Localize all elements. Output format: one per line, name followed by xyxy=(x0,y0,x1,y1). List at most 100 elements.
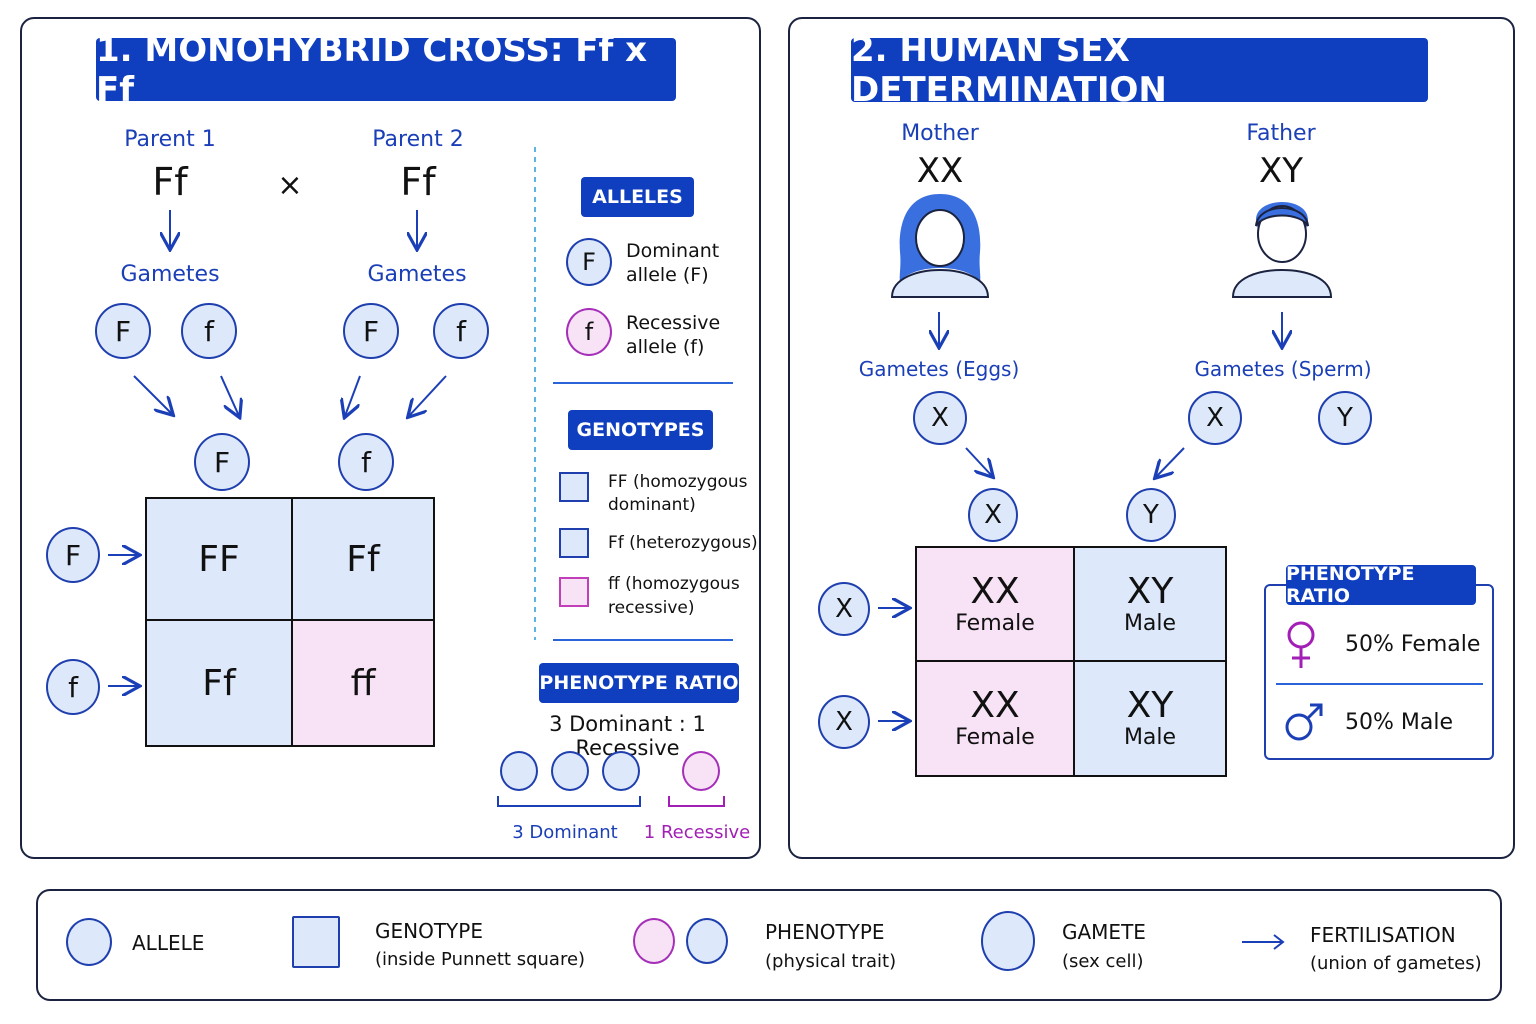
legend-genotype-sub: (inside Punnett square) xyxy=(375,949,586,970)
phenotype-ratio-left-title: PHENOTYPE RATIO xyxy=(539,663,739,703)
eggs-label: Gametes (Eggs) xyxy=(858,357,1020,381)
sex-cell-2-2: XY Male xyxy=(1075,662,1225,775)
male-ratio-label: 50% Male xyxy=(1345,710,1454,735)
dominant-allele-line2: allele (F) xyxy=(626,264,709,286)
sex-cell-2-2-sex: Male xyxy=(1123,725,1177,750)
dominant-allele-line1: Dominant xyxy=(626,240,720,262)
homozygous-recessive-swatch xyxy=(559,577,589,607)
sex-punnett-col-header-Y: Y xyxy=(1126,488,1176,542)
legend-genotype-label: GENOTYPE xyxy=(375,919,483,943)
egg-gamete-X: X xyxy=(913,391,967,445)
sex-punnett-square: XX Female XY Male XX Female XY Male xyxy=(915,546,1227,777)
homozygous-dominant-line1: FF (homozygous xyxy=(608,472,748,492)
phenotype-ratio-right-title: PHENOTYPE RATIO xyxy=(1286,563,1476,607)
male-symbol-icon xyxy=(1285,703,1323,741)
homozygous-recessive-line2: recessive) xyxy=(608,598,695,618)
mother-genotype: XX xyxy=(916,151,964,191)
dominant-caption: 3 Dominant xyxy=(512,822,618,843)
legend-fertilisation-arrow-icon xyxy=(1242,934,1285,950)
alleles-divider xyxy=(553,382,733,384)
parent2-label: Parent 2 xyxy=(372,127,464,152)
sex-cell-1-1-sex: Female xyxy=(955,610,1035,636)
punnett-cell-ff: ff xyxy=(293,621,433,745)
sex-determination-graphics xyxy=(878,194,1333,760)
sperm-gamete-Y: Y xyxy=(1318,391,1372,445)
sperm-label: Gametes (Sperm) xyxy=(1194,357,1372,381)
sex-cell-1-2-genotype: XY xyxy=(1126,570,1174,612)
cross-symbol: × xyxy=(277,168,303,203)
legend-allele-label: ALLELE xyxy=(132,931,205,955)
punnett-cell-Ff-top: Ff xyxy=(293,499,433,621)
parent1-genotype: Ff xyxy=(152,160,188,204)
sex-punnett-col-header-X: X xyxy=(968,488,1018,542)
female-ratio-label: 50% Female xyxy=(1345,632,1481,657)
sex-punnett-row-header-X-2: X xyxy=(818,695,870,749)
legend-phenotype-label: PHENOTYPE xyxy=(765,920,885,944)
dominant-phenotype-circle-3 xyxy=(602,751,640,791)
sex-cell-2-1-genotype: XX xyxy=(970,685,1020,726)
phenotype-brackets xyxy=(497,796,725,807)
punnett-col-header-F: F xyxy=(194,433,250,491)
genotypes-divider xyxy=(553,639,733,641)
gametes-label-parent1: Gametes xyxy=(120,262,220,287)
sex-cell-2-2-genotype: XY xyxy=(1126,685,1174,726)
father-avatar-icon xyxy=(1231,202,1333,298)
recessive-allele-line2: allele (f) xyxy=(626,336,705,358)
heterozygous-swatch xyxy=(559,528,589,558)
sex-determination-title: 2. HUMAN SEX DETERMINATION xyxy=(851,30,1428,110)
legend-gamete-label: GAMETE xyxy=(1062,920,1146,944)
recessive-phenotype-circle xyxy=(682,751,720,791)
sex-punnett-row-header-X-1: X xyxy=(818,582,870,636)
female-symbol-icon xyxy=(1287,621,1315,668)
sex-cell-1-1: XX Female xyxy=(917,548,1075,662)
parent2-gamete-f: f xyxy=(433,303,489,359)
legend-fertilisation-sub: (union of gametes) xyxy=(1310,953,1482,974)
phenotype-ratio-divider xyxy=(1276,683,1483,685)
punnett-row-header-F: F xyxy=(46,527,100,583)
punnett-row-header-f: f xyxy=(46,659,100,715)
sperm-gamete-X: X xyxy=(1188,391,1242,445)
legend-phenotype-pink-icon xyxy=(633,918,675,964)
heterozygous-label: Ff (heterozygous) xyxy=(608,533,758,553)
recessive-caption: 1 Recessive xyxy=(643,822,751,843)
sex-cell-2-1: XX Female xyxy=(917,662,1075,775)
parent2-genotype: Ff xyxy=(400,160,436,204)
genotypes-title: GENOTYPES xyxy=(568,410,713,450)
mother-label: Mother xyxy=(901,121,979,146)
legend-allele-icon xyxy=(66,918,112,966)
monohybrid-arrows xyxy=(108,147,536,860)
homozygous-dominant-swatch xyxy=(559,472,589,502)
sex-cell-1-2: XY Male xyxy=(1075,548,1225,662)
phenotype-ratio-right-box xyxy=(1264,584,1494,760)
sex-cell-2-1-sex: Female xyxy=(955,725,1035,750)
monohybrid-punnett-square: FF Ff Ff ff xyxy=(145,497,435,747)
legend-gamete-icon xyxy=(981,911,1035,971)
father-label: Father xyxy=(1246,121,1316,146)
punnett-col-header-f: f xyxy=(338,433,394,491)
mother-avatar-icon xyxy=(890,194,990,298)
gametes-label-parent2: Gametes xyxy=(367,262,467,287)
parent2-gamete-F: F xyxy=(343,303,399,359)
legend-panel xyxy=(36,889,1502,1001)
legend-gamete-sub: (sex cell) xyxy=(1062,951,1144,972)
parent1-gamete-F: F xyxy=(95,303,151,359)
parent1-gamete-f: f xyxy=(181,303,237,359)
legend-phenotype-blue-icon xyxy=(686,918,728,964)
dominant-phenotype-circle-2 xyxy=(551,751,589,791)
phenotype-ratio-text: 3 Dominant : 1 Recessive xyxy=(549,712,706,760)
punnett-cell-Ff-bottom: Ff xyxy=(147,621,293,745)
sex-cell-1-2-sex: Male xyxy=(1123,610,1177,636)
dominant-allele-icon: F xyxy=(566,238,612,286)
recessive-allele-line1: Recessive xyxy=(626,312,721,334)
sex-cell-1-1-genotype: XX xyxy=(970,570,1020,612)
parent1-label: Parent 1 xyxy=(124,127,216,152)
legend-fertilisation-label: FERTILISATION xyxy=(1310,923,1456,947)
homozygous-recessive-line1: ff (homozygous xyxy=(608,574,740,594)
legend-genotype-icon xyxy=(292,916,340,968)
legend-phenotype-sub: (physical trait) xyxy=(765,951,897,972)
punnett-cell-FF: FF xyxy=(147,499,293,621)
father-genotype: XY xyxy=(1258,151,1304,191)
dominant-phenotype-circle-1 xyxy=(500,751,538,791)
homozygous-dominant-line2: dominant) xyxy=(608,495,696,515)
recessive-allele-icon: f xyxy=(566,308,612,356)
